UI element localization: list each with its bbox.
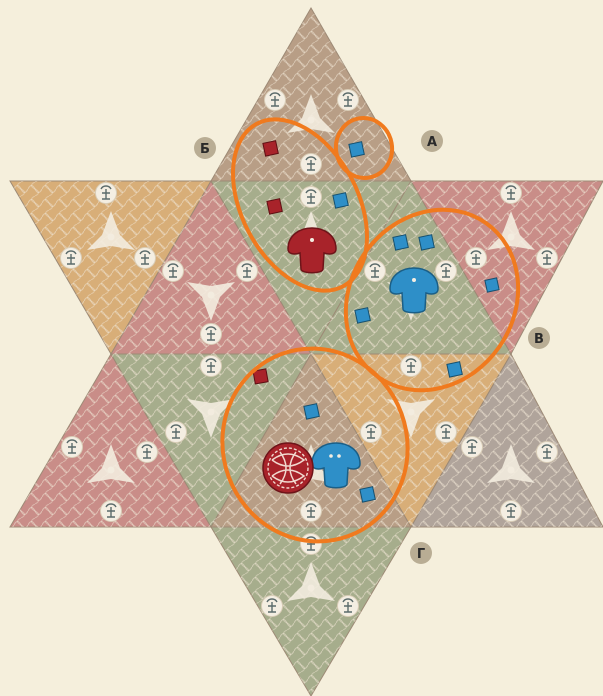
blue-cube-icon[interactable]	[393, 235, 408, 250]
zone-label-g: Г	[410, 542, 432, 564]
celtic-knot-token-icon[interactable]	[263, 443, 313, 493]
blue-cube-icon[interactable]	[419, 235, 434, 250]
zone-label-a: А	[421, 130, 443, 152]
rune-icon	[301, 154, 322, 175]
zone-label-a-text: А	[427, 135, 437, 150]
zone-label-b: Б	[194, 137, 216, 159]
rune-icon	[338, 596, 359, 617]
rune-icon	[436, 261, 457, 282]
zone-label-v: В	[528, 327, 550, 349]
blue-cube-icon[interactable]	[349, 142, 364, 157]
rune-icon	[265, 90, 286, 111]
rune-icon	[501, 501, 522, 522]
blue-cube-icon[interactable]	[485, 278, 499, 292]
rune-icon	[62, 437, 83, 458]
zone-label-v-text: В	[534, 332, 544, 347]
zone-label-b-text: Б	[200, 142, 210, 157]
rune-icon	[301, 534, 322, 555]
rune-icon	[462, 437, 483, 458]
rune-icon	[101, 501, 122, 522]
rune-icon	[301, 501, 322, 522]
rune-icon	[237, 261, 258, 282]
rune-icon	[201, 324, 222, 345]
blue-cube-icon[interactable]	[447, 362, 462, 377]
rune-icon	[338, 90, 359, 111]
rune-icon	[466, 248, 487, 269]
rune-icon	[262, 596, 283, 617]
rune-icon	[61, 248, 82, 269]
rune-icon	[361, 422, 382, 443]
red-cube-icon[interactable]	[267, 199, 282, 214]
rune-icon	[436, 422, 457, 443]
blue-cube-icon[interactable]	[333, 193, 348, 208]
rune-icon	[401, 356, 422, 377]
blue-cube-icon[interactable]	[304, 404, 319, 419]
rune-icon	[301, 187, 322, 208]
zone-label-g-text: Г	[417, 547, 425, 562]
blue-cube-icon[interactable]	[355, 308, 370, 323]
rune-icon	[163, 261, 184, 282]
rune-icon	[166, 422, 187, 443]
red-cube-icon[interactable]	[263, 141, 278, 156]
rune-icon	[137, 442, 158, 463]
rune-icon	[201, 356, 222, 377]
rune-icon	[537, 248, 558, 269]
blue-cube-icon[interactable]	[360, 487, 375, 502]
rune-icon	[96, 183, 117, 204]
rune-icon	[135, 248, 156, 269]
rune-icon	[501, 183, 522, 204]
rune-icon	[365, 261, 386, 282]
rune-icon	[537, 442, 558, 463]
